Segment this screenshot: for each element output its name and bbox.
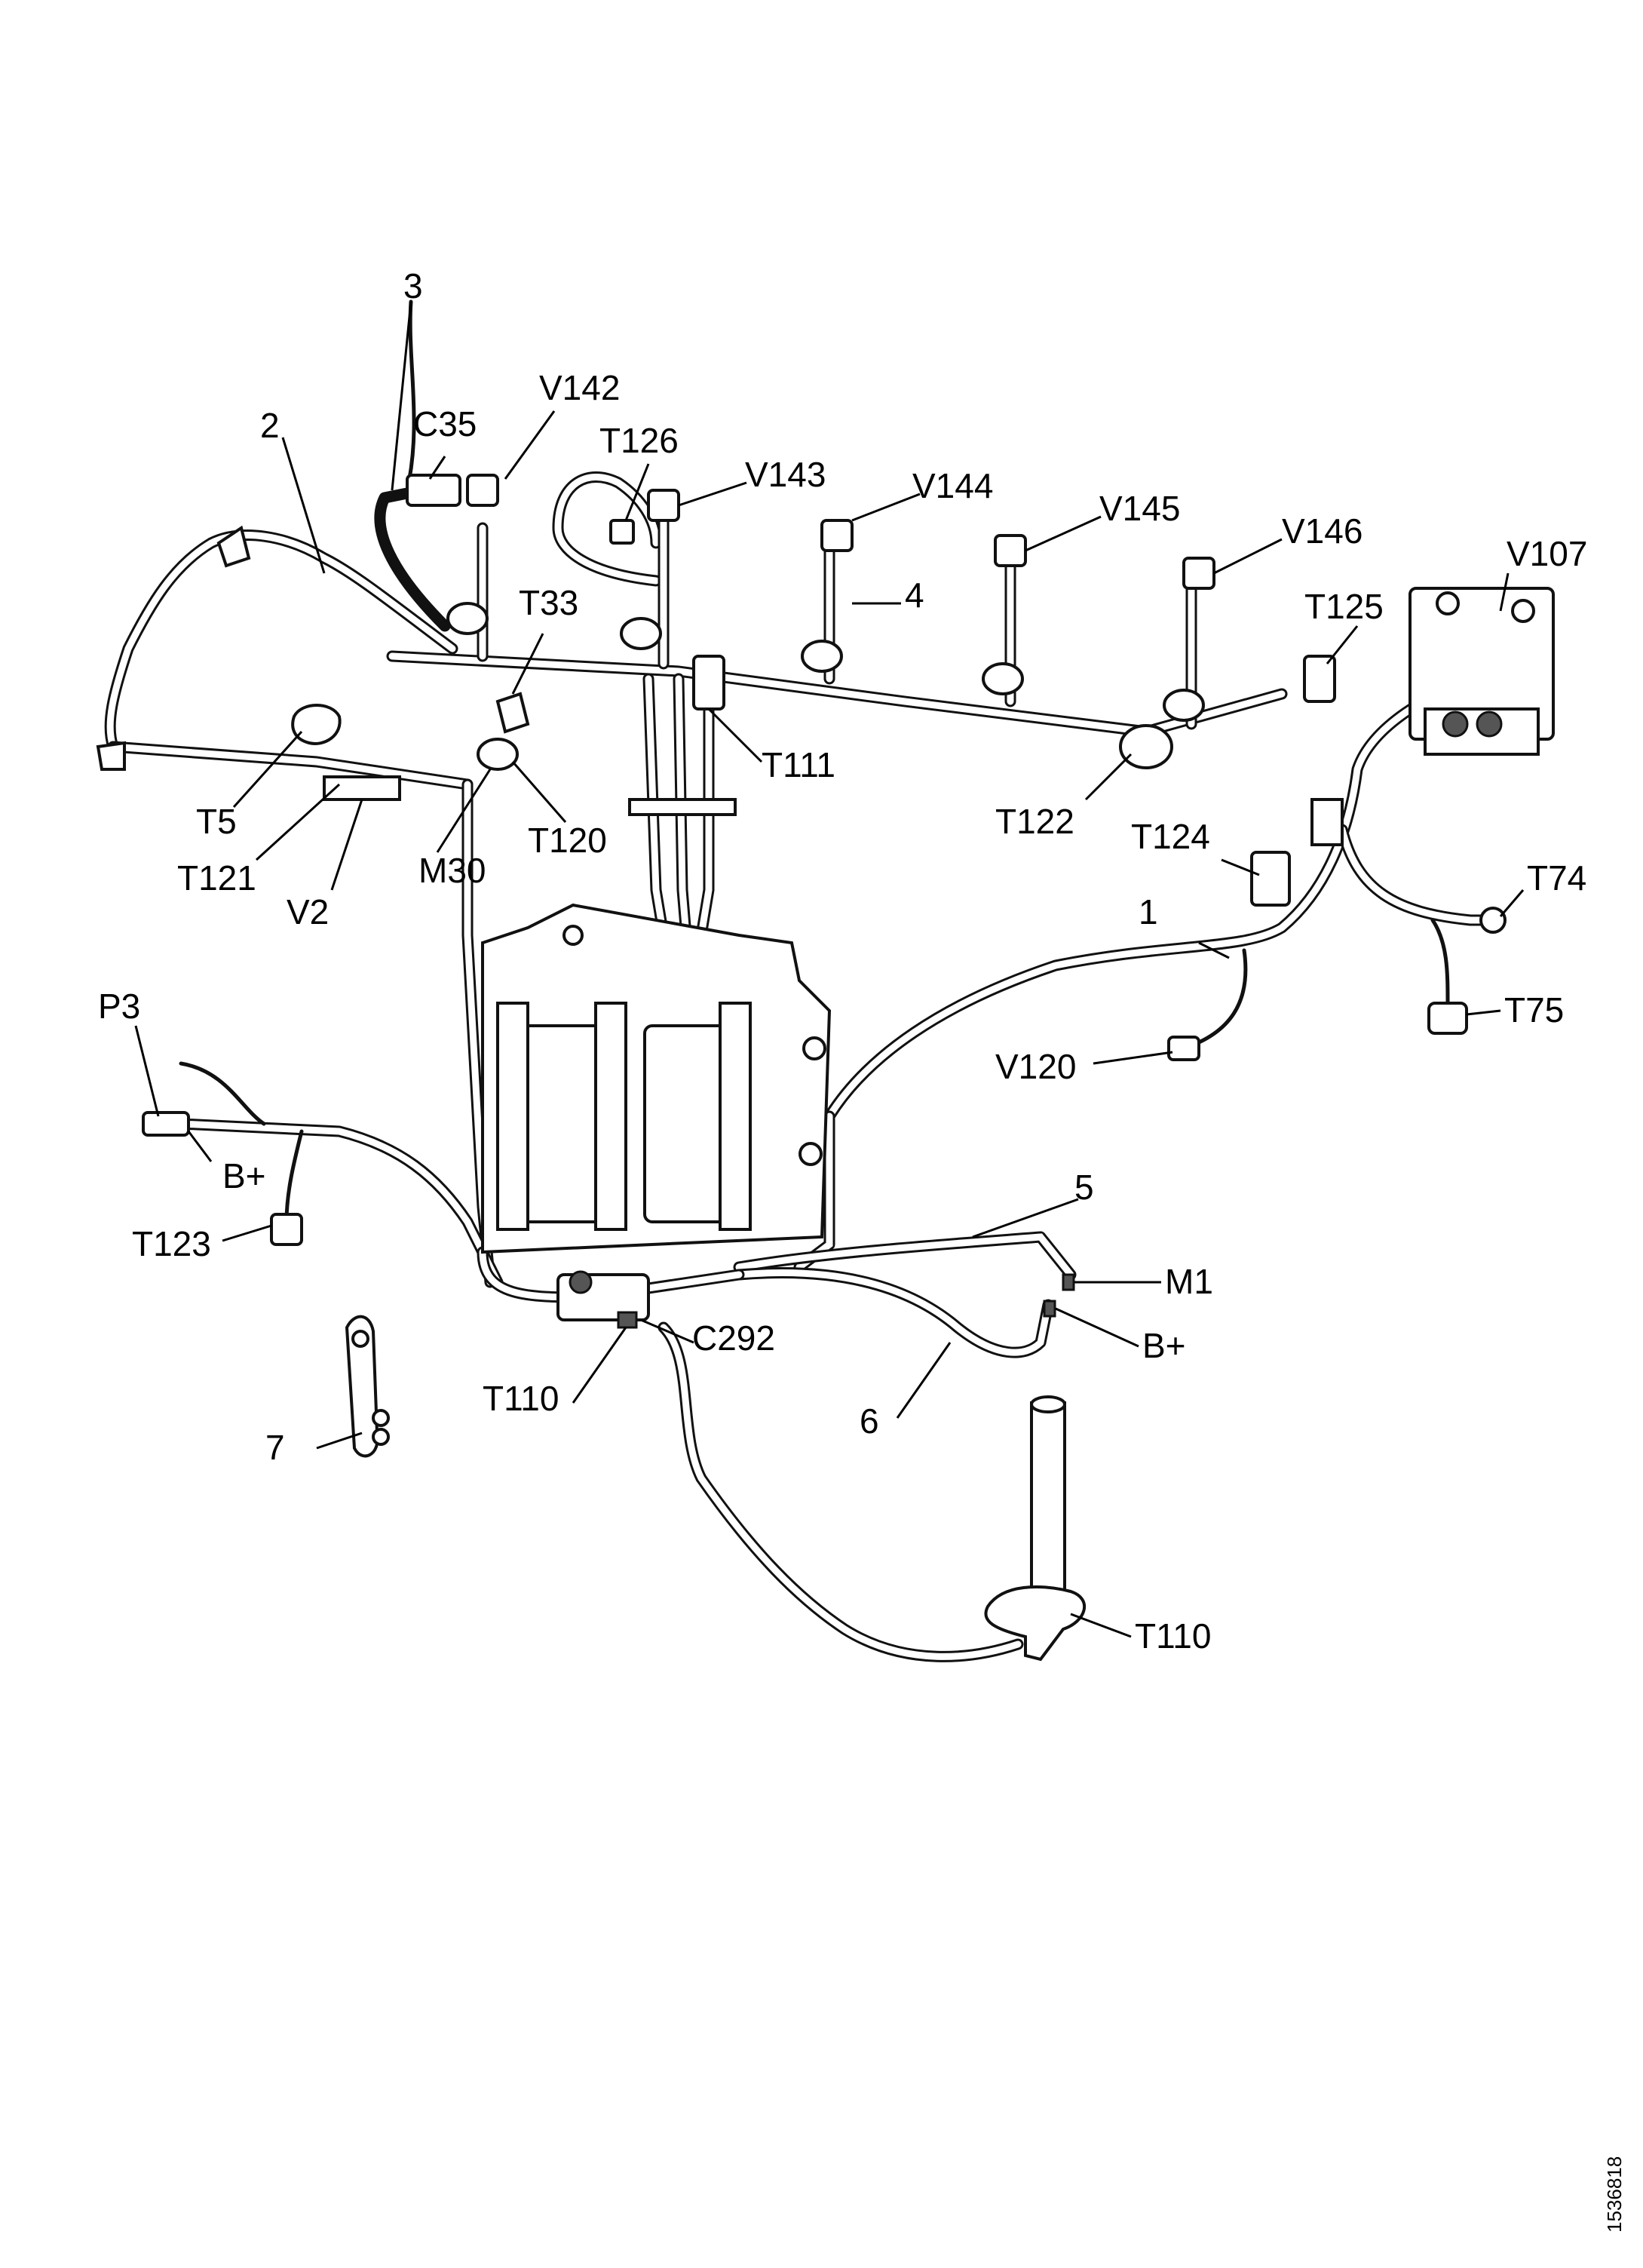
components: [96, 474, 1555, 1662]
label-6: 6: [860, 1401, 879, 1441]
label-t120: T120: [528, 821, 607, 860]
label-t122: T122: [995, 802, 1074, 841]
label-t75: T75: [1504, 990, 1564, 1030]
label-t33: T33: [519, 583, 578, 622]
label-m30: M30: [418, 851, 486, 890]
label-v120: V120: [995, 1047, 1076, 1086]
callout-labels: 3 2 V142 C35 T126 V143 V144 V145 V146 V1…: [98, 266, 1587, 1656]
label-t111: T111: [762, 745, 835, 784]
label-v143: V143: [745, 455, 826, 494]
label-5: 5: [1074, 1168, 1094, 1207]
label-c35: C35: [413, 404, 477, 443]
label-t74: T74: [1527, 858, 1586, 898]
label-3: 3: [403, 266, 423, 305]
label-1: 1: [1139, 892, 1158, 931]
leader-lines: [134, 301, 1525, 1638]
label-t121: T121: [177, 858, 256, 898]
label-t126: T126: [599, 421, 679, 460]
label-t110-right: T110: [1135, 1616, 1211, 1656]
label-v145: V145: [1099, 489, 1180, 528]
label-t110-center: T110: [483, 1379, 559, 1418]
label-m1: M1: [1165, 1262, 1213, 1301]
label-v144: V144: [912, 466, 993, 505]
label-b-plus-left: B+: [222, 1156, 266, 1195]
label-v146: V146: [1282, 511, 1363, 551]
harness-wires: [104, 299, 1499, 1662]
label-v107: V107: [1507, 534, 1587, 573]
label-t123: T123: [132, 1224, 211, 1263]
label-t125: T125: [1304, 587, 1384, 626]
label-t5: T5: [196, 802, 237, 841]
label-4: 4: [905, 575, 924, 615]
label-7: 7: [265, 1428, 285, 1467]
label-2: 2: [260, 406, 280, 445]
label-c292: C292: [692, 1318, 775, 1358]
label-t124: T124: [1131, 817, 1210, 856]
label-v2: V2: [287, 892, 329, 931]
label-v142: V142: [539, 368, 620, 407]
label-b-plus-right: B+: [1142, 1326, 1186, 1365]
label-p3: P3: [98, 987, 140, 1026]
document-id: 1536818: [1603, 2156, 1626, 2233]
